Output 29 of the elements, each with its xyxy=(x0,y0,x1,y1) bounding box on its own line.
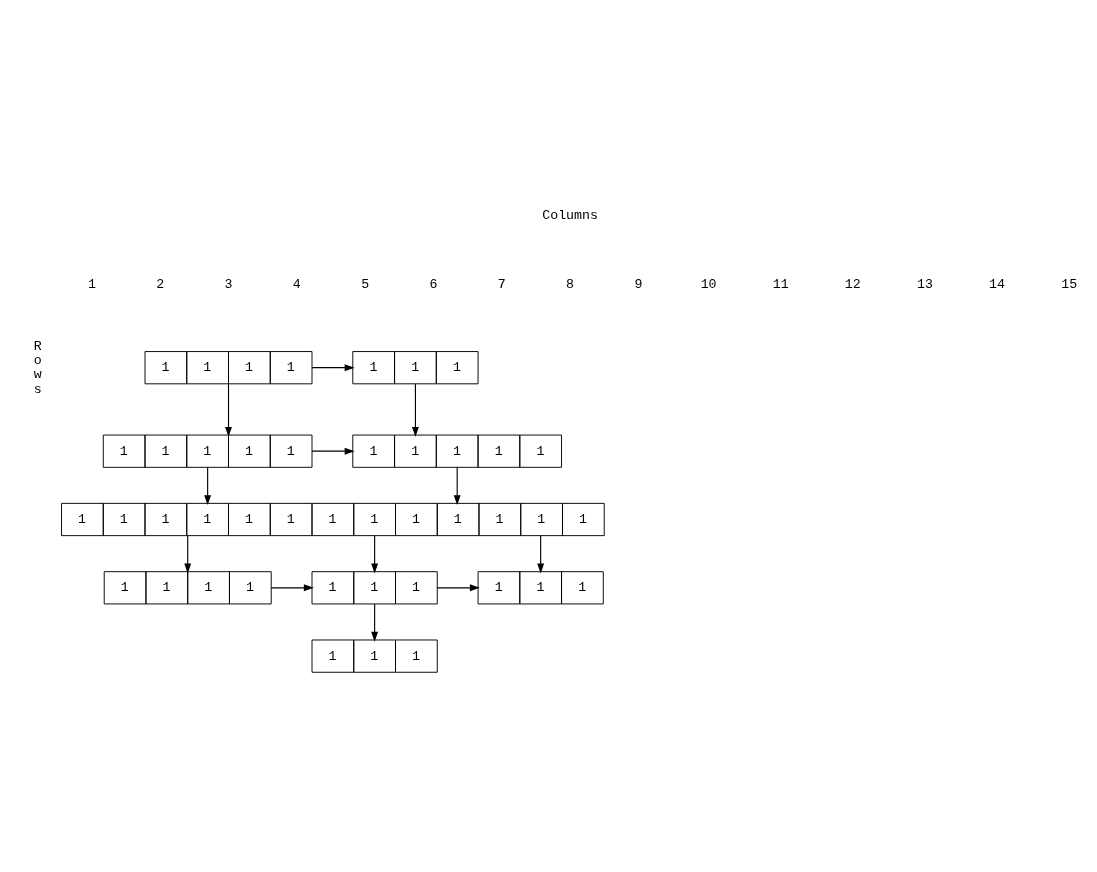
arrow xyxy=(436,584,480,592)
label: 1 xyxy=(87,276,96,292)
label: 2 xyxy=(156,276,165,292)
arrow xyxy=(371,535,379,574)
arrow xyxy=(411,383,419,437)
label: 8 xyxy=(566,276,575,292)
arrow xyxy=(184,535,192,574)
label: 15 xyxy=(1061,276,1078,292)
label: 4 xyxy=(292,276,301,292)
label: 13 xyxy=(916,276,933,292)
label: 5 xyxy=(361,276,370,292)
arrow xyxy=(225,383,232,437)
label: 12 xyxy=(844,276,861,292)
label: 3 xyxy=(224,276,233,292)
arrow xyxy=(537,535,545,574)
arrow xyxy=(371,603,379,642)
label: 11 xyxy=(772,276,789,292)
label: 9 xyxy=(634,276,643,292)
arrow xyxy=(311,364,355,372)
arrow xyxy=(270,584,314,592)
arrow xyxy=(311,447,355,455)
label: Rows xyxy=(33,338,42,397)
label: 7 xyxy=(497,276,506,292)
arrow xyxy=(453,466,461,506)
label: 10 xyxy=(700,276,717,292)
label: Columns xyxy=(542,208,598,224)
label: 6 xyxy=(429,276,438,292)
arrow xyxy=(204,466,212,506)
label: 14 xyxy=(989,276,1006,292)
